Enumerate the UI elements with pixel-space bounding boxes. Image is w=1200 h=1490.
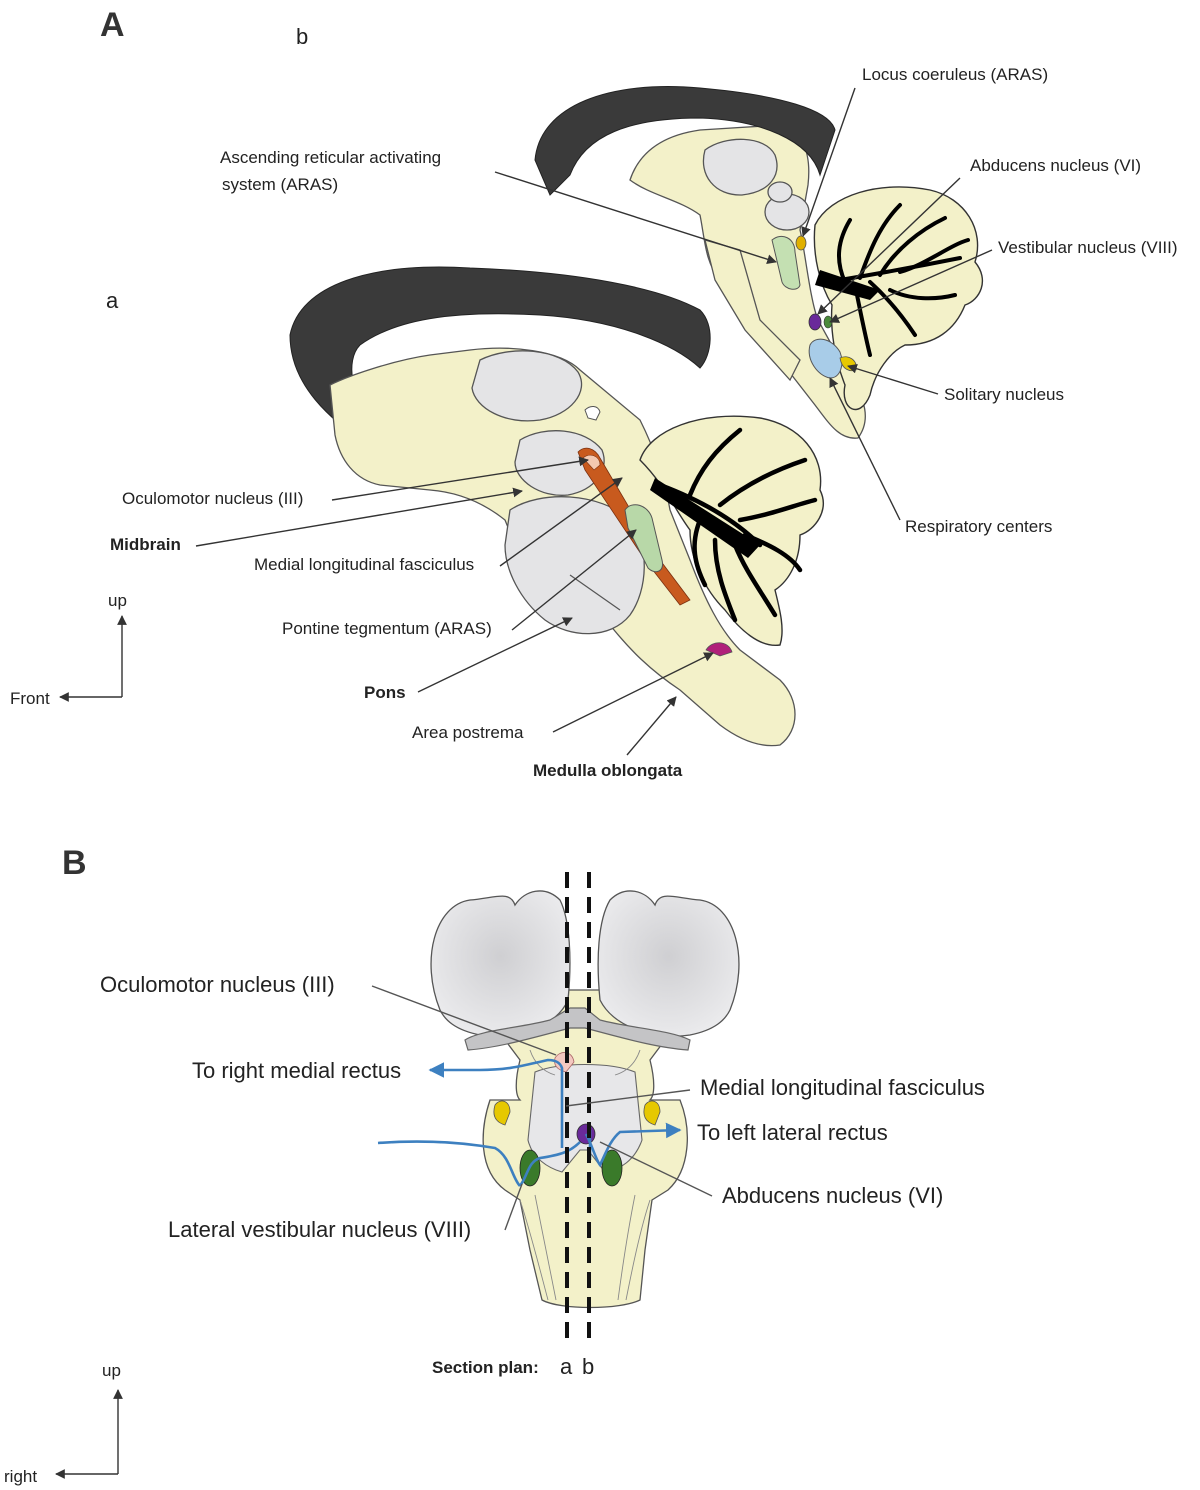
locus-coeruleus-b (795, 235, 807, 251)
label-lateral-vestibular: Lateral vestibular nucleus (VIII) (168, 1217, 471, 1242)
label-medulla: Medulla oblongata (533, 761, 683, 780)
axis-right: right (4, 1467, 37, 1486)
abducens-b (808, 313, 822, 331)
cerebellar-peduncle-a (650, 478, 760, 558)
pointer-respiratory (829, 377, 901, 521)
pons-fiber (569, 574, 621, 611)
orientation-axes-a: up Front (10, 591, 127, 708)
label-oculomotor-b: Oculomotor nucleus (III) (100, 972, 335, 997)
pointer-oculomotor-a (331, 456, 589, 501)
brainstem-b-stalk (704, 239, 801, 382)
pointer-aras (494, 171, 777, 264)
label-aras-1: Ascending reticular activating (220, 148, 441, 167)
right-yellow-mark (643, 1100, 661, 1126)
label-abducens-b: Abducens nucleus (VI) (722, 1183, 943, 1208)
pointer-lateral-vestibular (504, 1183, 523, 1231)
pointer-pons (417, 617, 573, 693)
axis-up-a: up (108, 591, 127, 610)
sagittal-section-b (534, 86, 984, 439)
axis-up-b: up (102, 1361, 121, 1380)
arbor-vitae-b (837, 203, 970, 357)
aqueduct-a (584, 406, 601, 421)
label-locus-coeruleus: Locus coeruleus (ARAS) (862, 65, 1048, 84)
label-midbrain: Midbrain (110, 535, 181, 554)
pointer-medulla (626, 696, 677, 756)
dorsal-brainstem-view (377, 890, 740, 1309)
pontine-tegmentum-a (624, 504, 664, 573)
pointer-abducens-a (817, 177, 961, 315)
section-plan-label: Section plan: (432, 1358, 539, 1377)
pointer-vestibular-a (829, 249, 993, 323)
panel-b-letter: B (62, 844, 87, 882)
orientation-axes-b: up right (4, 1361, 123, 1486)
section-a-letter: a (106, 288, 119, 313)
pointer-pontine (511, 529, 637, 631)
oculomotor-b (554, 1052, 575, 1073)
section-plan-a: a (560, 1354, 573, 1379)
thalamus-a (471, 350, 583, 422)
label-pons: Pons (364, 683, 406, 702)
label-oculomotor-a: Oculomotor nucleus (III) (122, 489, 303, 508)
pointer-abducens-b (599, 1141, 713, 1197)
label-mlf-a: Medial longitudinal fasciculus (254, 555, 474, 574)
aras-region-b (771, 236, 801, 290)
label-to-left-lateral-rectus: To left lateral rectus (697, 1120, 888, 1145)
label-vestibular-a: Vestibular nucleus (VIII) (998, 238, 1178, 257)
pointer-solitary (847, 363, 939, 395)
colliculus-b2 (767, 181, 793, 203)
cerebellum-b (813, 186, 984, 411)
section-b-letter: b (296, 24, 308, 49)
pointer-mlf-a (499, 477, 623, 567)
pointer-locus-coeruleus (801, 87, 856, 237)
left-yellow-mark (493, 1100, 511, 1126)
label-aras-2: system (ARAS) (222, 175, 338, 194)
right-lateral-vestibular (601, 1149, 623, 1187)
sagittal-section-a (289, 266, 824, 747)
pointer-area-postrema (552, 652, 714, 733)
right-hemisphere-lobe (597, 890, 740, 1037)
posterior-commissure (464, 1007, 691, 1051)
corpus-callosum-b (534, 86, 836, 196)
label-mlf-b: Medial longitudinal fasciculus (700, 1075, 985, 1100)
fourth-ventricle-floor (527, 1064, 643, 1173)
label-solitary: Solitary nucleus (944, 385, 1064, 404)
pointer-mlf-b (565, 1089, 691, 1107)
label-respiratory: Respiratory centers (905, 517, 1052, 536)
panel-a-letter: A (100, 6, 125, 44)
pointer-midbrain (195, 487, 523, 547)
section-plan-b: b (582, 1354, 594, 1379)
fiber-striations (519, 1049, 651, 1301)
respiratory-b (808, 338, 843, 379)
label-pontine: Pontine tegmentum (ARAS) (282, 619, 492, 638)
axis-front: Front (10, 689, 50, 708)
label-area-postrema: Area postrema (412, 723, 524, 742)
label-to-right-medial-rectus: To right medial rectus (192, 1058, 401, 1083)
thalamus-b (702, 138, 778, 196)
left-hemisphere-lobe (430, 890, 571, 1037)
pointer-oculomotor-b (371, 985, 557, 1056)
label-abducens-a: Abducens nucleus (VI) (970, 156, 1141, 175)
